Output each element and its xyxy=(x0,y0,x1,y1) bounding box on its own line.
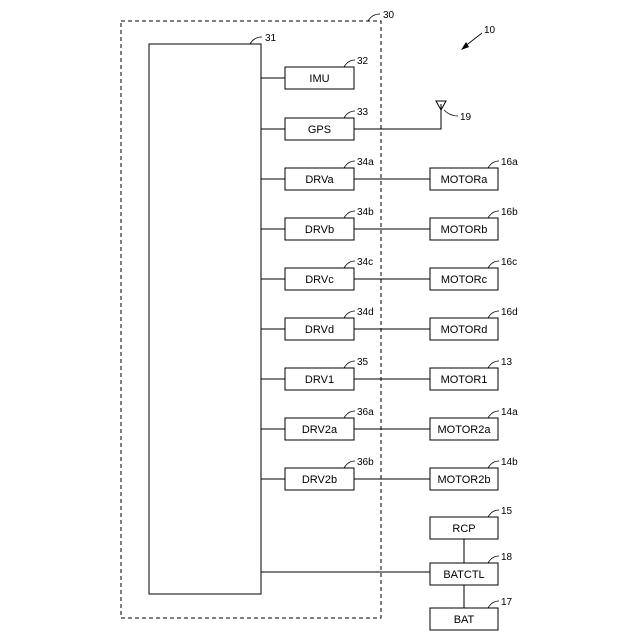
controller-group-leader xyxy=(368,14,380,21)
imu-block: IMU 32 xyxy=(285,56,369,89)
system-ref: 10 xyxy=(484,25,496,36)
batctl-leader xyxy=(488,556,499,563)
drv2a-leader xyxy=(344,411,355,418)
drv2b-ref: 36b xyxy=(357,457,374,468)
drva-label: DRVa xyxy=(305,174,334,186)
bat-ref: 17 xyxy=(501,597,513,608)
gps-ref: 33 xyxy=(357,107,369,118)
motord-leader xyxy=(488,311,499,318)
drva-block: DRVa 34a xyxy=(285,157,374,190)
drvd-leader xyxy=(344,311,355,318)
rcp-ref: 15 xyxy=(501,506,513,517)
motor2a-label: MOTOR2a xyxy=(438,424,492,436)
rcp-block: RCP 15 xyxy=(430,506,513,539)
motorc-ref: 16c xyxy=(501,257,517,268)
motord-block: MOTORd 16d xyxy=(430,307,518,340)
controller-block xyxy=(149,44,261,594)
drv2b-leader xyxy=(344,461,355,468)
drv2a-block: DRV2a 36a xyxy=(285,407,374,440)
motorb-leader xyxy=(488,211,499,218)
motor2a-block: MOTOR2a 14a xyxy=(430,407,518,440)
drv2b-block: DRV2b 36b xyxy=(285,457,374,490)
drv2b-label: DRV2b xyxy=(302,474,337,486)
drv2a-label: DRV2a xyxy=(302,424,338,436)
motord-ref: 16d xyxy=(501,307,518,318)
imu-leader xyxy=(344,60,355,67)
drv1-ref: 35 xyxy=(357,357,369,368)
gps-antenna-wire xyxy=(354,117,441,129)
gps-block: GPS 33 xyxy=(285,107,369,140)
drv1-label: DRV1 xyxy=(305,374,334,386)
system-arrow-head xyxy=(461,42,469,50)
motor2b-block: MOTOR2b 14b xyxy=(430,457,518,490)
motor1-leader xyxy=(488,361,499,368)
antenna-icon xyxy=(436,101,446,117)
imu-label: IMU xyxy=(309,73,329,85)
rcp-label: RCP xyxy=(452,523,475,535)
drvd-block: DRVd 34d xyxy=(285,307,374,340)
drvc-block: DRVc 34c xyxy=(285,257,373,290)
motorb-label: MOTORb xyxy=(441,224,488,236)
drva-ref: 34a xyxy=(357,157,374,168)
motor2b-ref: 14b xyxy=(501,457,518,468)
imu-ref: 32 xyxy=(357,56,369,67)
motora-label: MOTORa xyxy=(441,174,489,186)
batctl-block: BATCTL 18 xyxy=(430,552,513,585)
gps-leader xyxy=(344,111,355,118)
motord-label: MOTORd xyxy=(441,324,488,336)
antenna-leader xyxy=(444,110,458,116)
drv2a-ref: 36a xyxy=(357,407,374,418)
drvb-block: DRVb 34b xyxy=(285,207,374,240)
controller-leader xyxy=(250,37,262,44)
batctl-ref: 18 xyxy=(501,552,513,563)
drvc-ref: 34c xyxy=(357,257,373,268)
motorc-leader xyxy=(488,261,499,268)
motora-ref: 16a xyxy=(501,157,518,168)
drvd-label: DRVd xyxy=(305,324,334,336)
bat-leader xyxy=(488,601,499,608)
drvd-ref: 34d xyxy=(357,307,374,318)
motor1-ref: 13 xyxy=(501,357,513,368)
motor1-label: MOTOR1 xyxy=(441,374,488,386)
drvc-leader xyxy=(344,261,355,268)
drv1-block: DRV1 35 xyxy=(285,357,369,390)
motor1-block: MOTOR1 13 xyxy=(430,357,513,390)
bat-block: BAT 17 xyxy=(430,597,513,630)
drvc-label: DRVc xyxy=(305,274,334,286)
motorb-ref: 16b xyxy=(501,207,518,218)
drvb-ref: 34b xyxy=(357,207,374,218)
motor2a-ref: 14a xyxy=(501,407,518,418)
rcp-leader xyxy=(488,510,499,517)
motora-block: MOTORa 16a xyxy=(430,157,518,190)
gps-label: GPS xyxy=(308,124,331,136)
motor2b-leader xyxy=(488,461,499,468)
antenna-ref: 19 xyxy=(460,112,472,123)
motora-leader xyxy=(488,161,499,168)
drva-leader xyxy=(344,161,355,168)
motorb-block: MOTORb 16b xyxy=(430,207,518,240)
motorc-block: MOTORc 16c xyxy=(430,257,517,290)
motorc-label: MOTORc xyxy=(441,274,488,286)
drv1-leader xyxy=(344,361,355,368)
bat-label: BAT xyxy=(454,614,475,626)
drvb-leader xyxy=(344,211,355,218)
controller-group-ref: 30 xyxy=(383,10,395,21)
motor2a-leader xyxy=(488,411,499,418)
drvb-label: DRVb xyxy=(305,224,334,236)
motor2b-label: MOTOR2b xyxy=(438,474,491,486)
batctl-label: BATCTL xyxy=(443,569,484,581)
controller-ref: 31 xyxy=(265,33,277,44)
